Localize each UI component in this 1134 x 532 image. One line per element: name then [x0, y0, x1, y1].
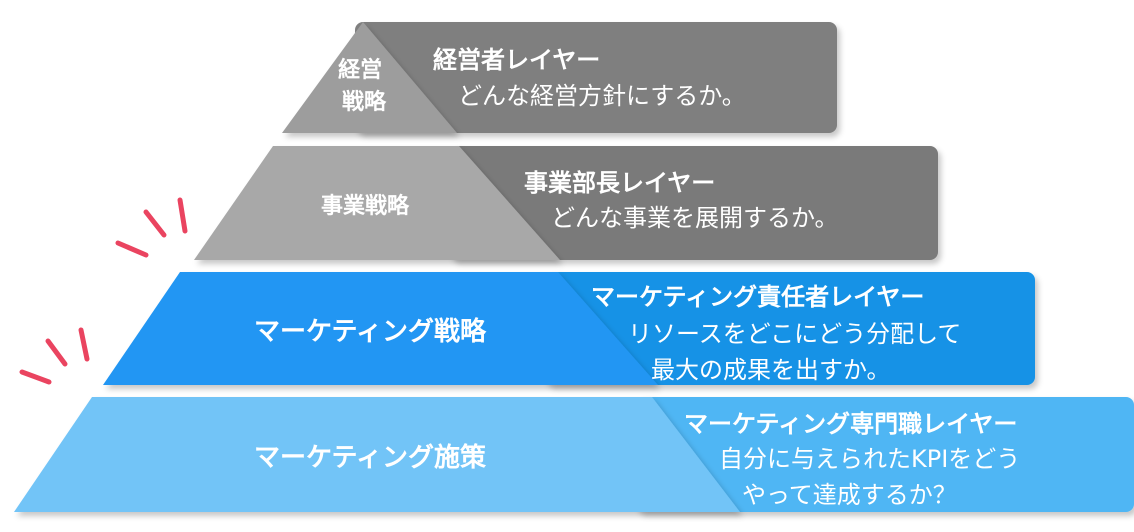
emphasis-marks-upper [115, 197, 188, 258]
emphasis-stroke [19, 369, 52, 385]
level-marketing-specialist: マーケティング施策 マーケティング専門職レイヤー 自分に与えられたKPIをどう … [14, 397, 1134, 512]
emphasis-stroke [143, 209, 167, 238]
executive-strategy-triangle [282, 22, 457, 133]
marketing-specialist-layer-title: マーケティング専門職レイヤー [684, 410, 1017, 438]
business-strategy-trapezoid [194, 146, 560, 260]
marketing-strategy-label: マーケティング戦略 [254, 316, 487, 347]
business-layer-title: 事業部長レイヤー [524, 169, 715, 197]
executive-layer-title: 経営者レイヤー [433, 46, 600, 74]
business-strategy-label-line: 事業戦略 [321, 193, 410, 219]
executive-strategy-label: 経営 戦略 [338, 57, 390, 115]
marketing-specialist-layer-description-line: 自分に与えられたKPIをどう [719, 445, 1020, 473]
emphasis-stroke [177, 197, 188, 234]
marketing-specialist-layer-box [636, 397, 1134, 512]
marketing-specialist-layer-description: 自分に与えられたKPIをどう やって達成するか？ [719, 445, 1028, 509]
executive-layer-box [355, 22, 837, 133]
level-marketing-manager: マーケティング戦略 マーケティング責任者レイヤー リソースをどこにどう分配して … [103, 272, 1035, 385]
marketing-tactics-label-line: マーケティング施策 [254, 442, 486, 473]
executive-layer-description: どんな経営方針にするか。 [458, 82, 746, 110]
business-layer-description-line: どんな事業を展開するか。 [551, 204, 839, 232]
marketing-manager-layer-description-line: リソースをどこにどう分配して [628, 320, 961, 348]
marketing-tactics-label: マーケティング施策 [254, 442, 486, 473]
executive-layer-description-line: どんな経営方針にするか。 [458, 82, 746, 110]
marketing-manager-layer-description-line: 最大の成果を出すか。 [651, 356, 891, 384]
marketing-strategy-label-line: マーケティング戦略 [254, 316, 487, 347]
executive-strategy-label-line: 経営 [338, 57, 382, 83]
marketing-manager-layer-title: マーケティング責任者レイヤー [591, 283, 924, 311]
marketing-tactics-trapezoid [14, 397, 740, 512]
business-layer-box [450, 146, 938, 260]
level-executive: 経営 戦略 経営者レイヤー どんな経営方針にするか。 [282, 22, 837, 133]
business-strategy-label: 事業戦略 [321, 193, 410, 219]
marketing-strategy-trapezoid [103, 272, 658, 385]
emphasis-stroke [115, 240, 149, 258]
emphasis-marks-lower [19, 327, 90, 385]
emphasis-stroke [78, 327, 90, 362]
level-business: 事業戦略 事業部長レイヤー どんな事業を展開するか。 [194, 146, 938, 260]
marketing-manager-layer-description: リソースをどこにどう分配して 最大の成果を出すか。 [628, 320, 969, 384]
marketing-specialist-layer-description-line: やって達成するか？ [742, 481, 957, 509]
emphasis-stroke [45, 338, 68, 367]
business-layer-description: どんな事業を展開するか。 [551, 204, 839, 232]
marketing-manager-layer-box [545, 272, 1035, 385]
executive-strategy-label-line: 戦略 [342, 89, 387, 115]
